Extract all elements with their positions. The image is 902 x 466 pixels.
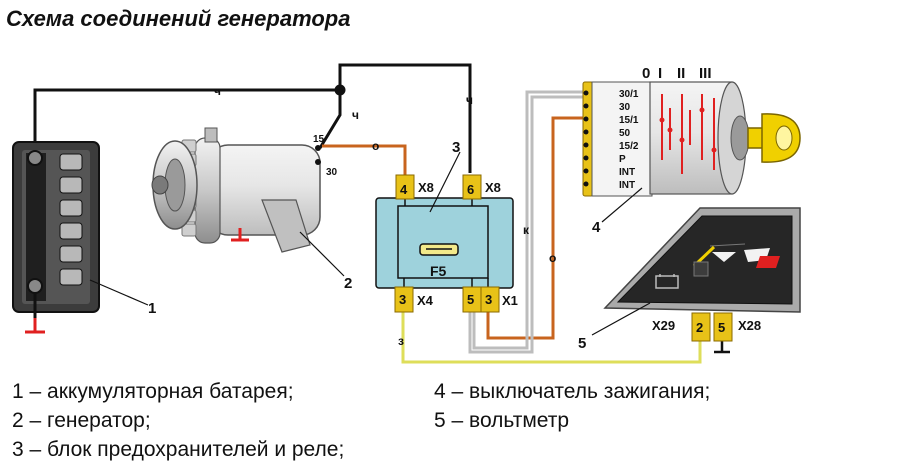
terminal-label: 50 xyxy=(619,128,631,139)
battery xyxy=(12,141,100,325)
pin-label: 5 xyxy=(718,320,725,335)
voltmeter xyxy=(603,207,801,313)
legend-item-generator: 2 – генератор; xyxy=(12,409,151,432)
legend-item-voltmeter: 5 – вольтметр xyxy=(434,409,570,432)
callout-fuse-block: 3 xyxy=(452,139,460,156)
generator-ground-symbol xyxy=(231,228,249,242)
callout-generator: 2 xyxy=(344,275,352,292)
wire-yellow xyxy=(401,310,702,364)
terminal-label: INT xyxy=(619,180,635,191)
wire-orange xyxy=(322,116,588,340)
connector-label: X28 xyxy=(738,318,761,333)
terminal-pins xyxy=(583,90,589,187)
position-label: II xyxy=(677,65,685,82)
pin-label: 4 xyxy=(400,182,408,197)
connector-x4: 3 xyxy=(394,286,414,313)
ignition-position-labels: 0 I II III xyxy=(642,65,712,82)
terminal-label-30: 30 xyxy=(326,167,338,178)
connector-x1: 5 3 xyxy=(462,286,500,313)
callout-ignition-switch: 4 xyxy=(592,219,601,236)
pin-label: 3 xyxy=(399,292,406,307)
connector-label: X29 xyxy=(652,318,675,333)
terminal-label: 15/2 xyxy=(619,141,639,152)
battery-ground-symbol xyxy=(25,318,45,334)
connector-x8-left: 4 xyxy=(395,174,415,200)
terminal-label: 30/1 xyxy=(619,89,639,100)
fuse-block xyxy=(375,197,514,289)
fuse-label: F5 xyxy=(430,263,447,279)
connector-label: X4 xyxy=(417,293,434,308)
legend-item-fuse-block: 3 – блок предохранителей и реле; xyxy=(12,438,345,461)
legend-item-ignition-switch: 4 – выключатель зажигания; xyxy=(434,380,711,403)
connector-label: X8 xyxy=(418,180,434,195)
connector-x8-right: 6 xyxy=(462,174,482,200)
wire-mark: о xyxy=(372,139,379,153)
wire-mark: о xyxy=(549,251,556,265)
wire-mark: к xyxy=(523,223,530,237)
position-label: 0 xyxy=(642,65,650,82)
connector-x28: 5 xyxy=(713,312,733,342)
position-label: III xyxy=(699,65,712,82)
callout-voltmeter: 5 xyxy=(578,335,586,352)
connector-label: X8 xyxy=(485,180,501,195)
wire-mark: з xyxy=(398,334,404,348)
diagram-title: Схема соединений генератора xyxy=(6,6,351,31)
pin-label: 2 xyxy=(696,320,703,335)
wire-mark: ч xyxy=(466,93,473,107)
terminal-label: 30 xyxy=(619,102,631,113)
battery-cells xyxy=(59,153,83,286)
switch-contact-dots xyxy=(659,107,717,153)
wire-marks: ч ч ч о о к з xyxy=(214,84,556,348)
terminal-label: INT xyxy=(619,167,635,178)
generator-wiring-diagram: ч ч ч о о к з 1 xyxy=(12,63,801,364)
legend-item-battery: 1 – аккумуляторная батарея; xyxy=(12,380,294,403)
wire-mark: ч xyxy=(352,108,359,122)
terminal-label: 15/1 xyxy=(619,115,639,126)
terminal-label: P xyxy=(619,154,626,165)
key-icon xyxy=(747,113,801,163)
connector-label: X1 xyxy=(502,293,518,308)
position-label: I xyxy=(658,65,662,82)
wire-black-voltmeter-ground xyxy=(714,340,730,354)
ignition-switch xyxy=(582,81,750,197)
ignition-terminal-labels: 30/1 30 15/1 50 15/2 P INT INT xyxy=(619,89,639,191)
connector-x29: 2 xyxy=(691,312,711,342)
wire-white xyxy=(468,90,588,354)
wire-black-battery-generator xyxy=(33,63,472,173)
pin-label: 3 xyxy=(485,292,492,307)
pin-label: 5 xyxy=(467,292,474,307)
callout-battery: 1 xyxy=(148,300,156,317)
pin-label: 6 xyxy=(467,182,474,197)
terminal-label-15: 15 xyxy=(313,134,325,145)
wire-mark: ч xyxy=(214,84,221,98)
generator xyxy=(151,127,321,253)
